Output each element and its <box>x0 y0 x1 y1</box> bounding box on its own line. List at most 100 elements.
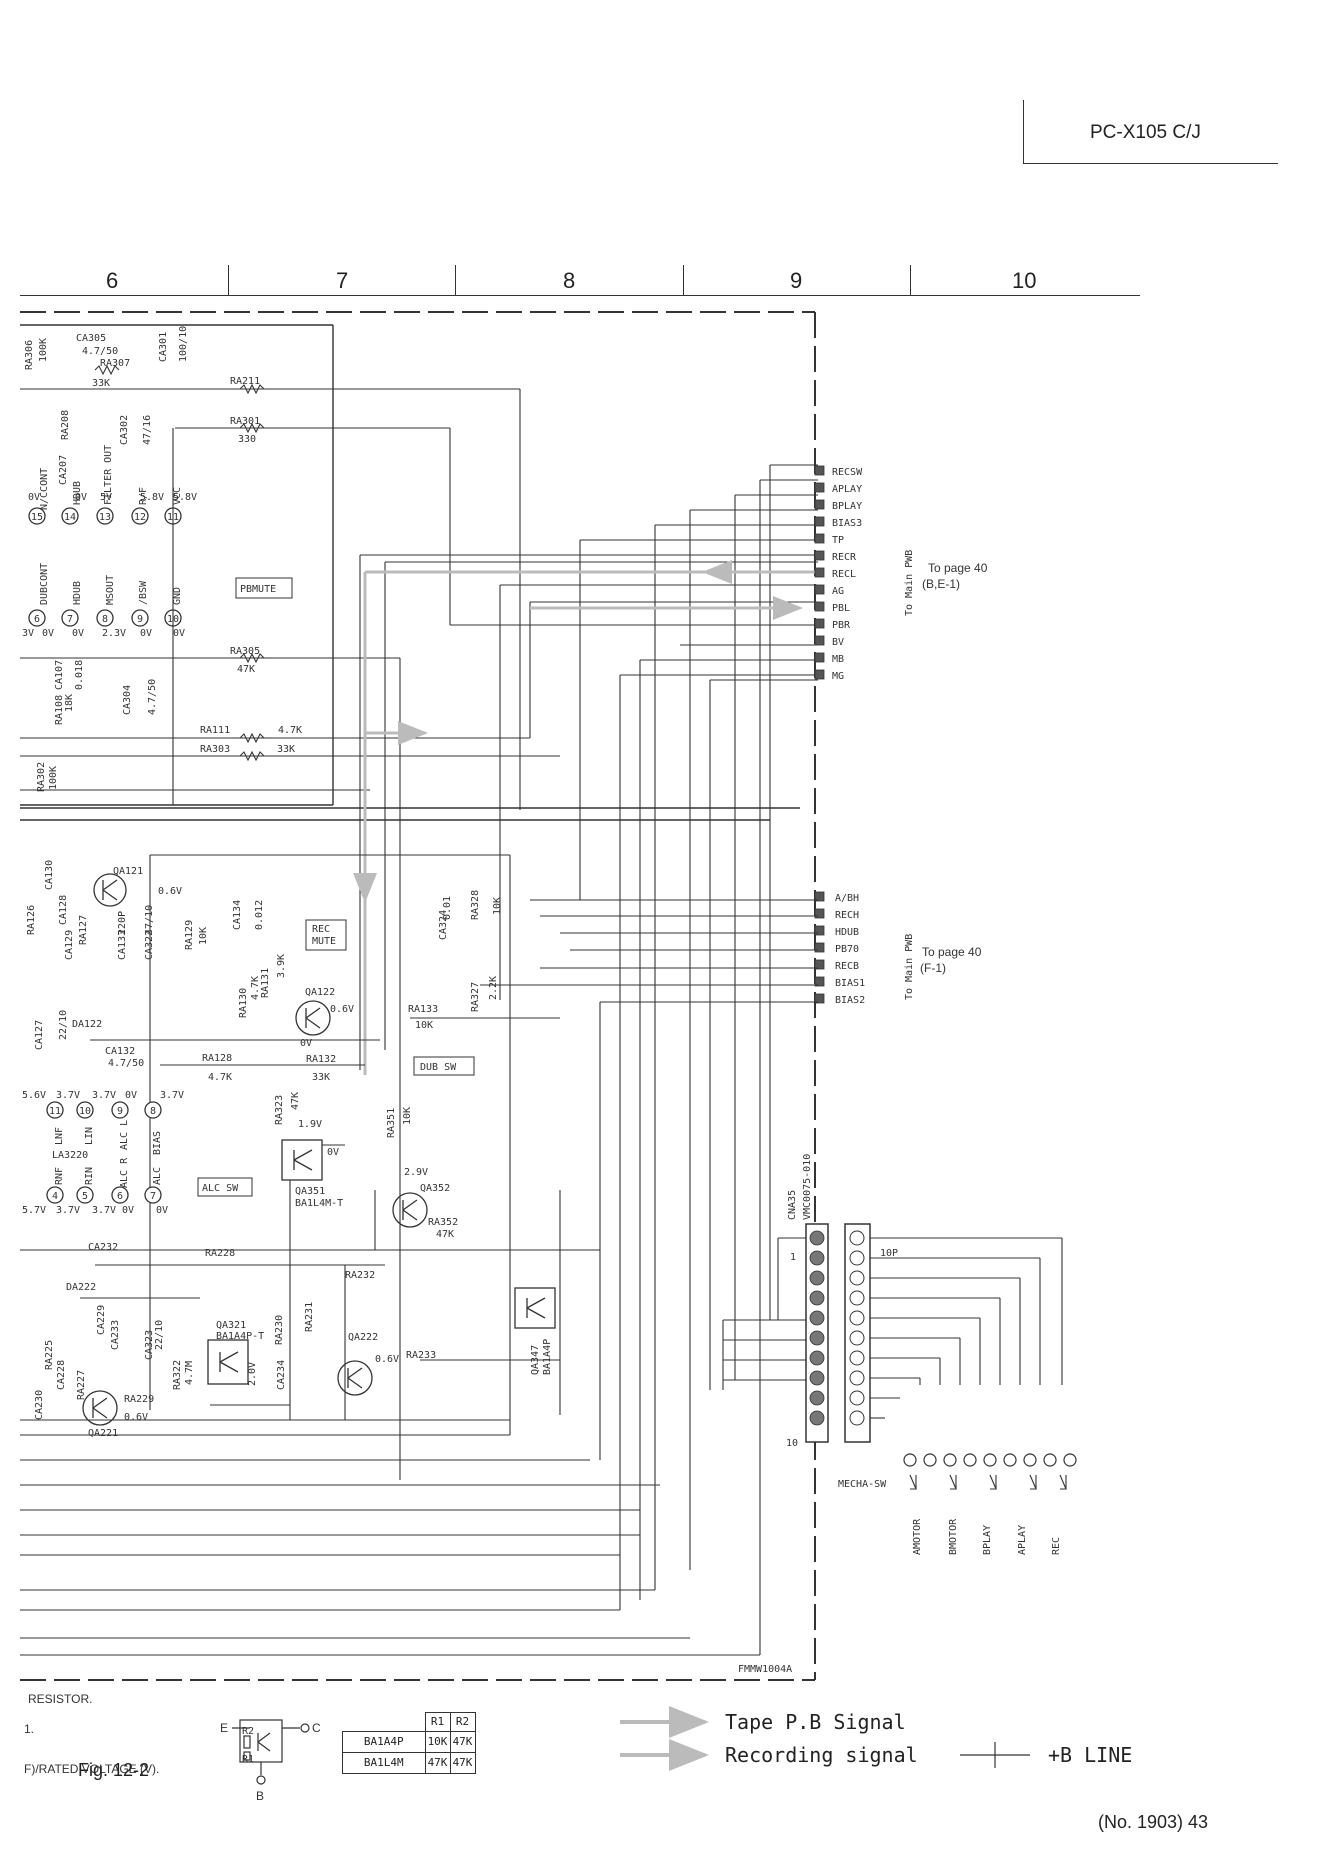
ref-ca324: CA324 <box>438 910 449 940</box>
ic-pin-name: HDUB <box>72 481 83 505</box>
rec-mute-line2: MUTE <box>312 936 336 947</box>
ref-qa352: QA352 <box>420 1183 450 1194</box>
bline-symbol-icon <box>960 1742 1030 1768</box>
ic-pin-name: RNF <box>54 1167 65 1185</box>
ref-ra127: RA127 <box>78 915 89 945</box>
resistor-table: R1 R2 BA1A4P 10K 47K BA1L4M 47K 47K <box>342 1712 476 1774</box>
ic-pin-voltage: 0V <box>72 628 84 639</box>
pin-label: RECSW <box>832 467 863 478</box>
ic-pin: 14 <box>64 512 76 523</box>
ref-qa222: QA222 <box>348 1332 378 1343</box>
rec-mute-box <box>305 919 347 951</box>
ic-pin-voltage: 0V <box>42 628 54 639</box>
ref-da122: DA122 <box>72 1019 102 1030</box>
val-ra133: 10K <box>415 1020 433 1031</box>
ic-pin-name: LNF <box>54 1127 65 1145</box>
pin-label: TP <box>832 535 844 546</box>
ref-ca233: CA233 <box>110 1320 121 1350</box>
cna35-pins <box>809 1230 825 1426</box>
pin-label: PBL <box>832 603 850 614</box>
dub-sw-box <box>413 1056 475 1076</box>
val-ra306: 100K <box>38 338 49 362</box>
val-ra108: 18K <box>64 694 75 712</box>
sym-e: E <box>220 1721 228 1735</box>
ref-ra111: RA111 <box>200 725 230 736</box>
ic-pin-name: /BSW <box>138 580 149 605</box>
pin-label: HDUB <box>835 927 859 938</box>
mecha-sw-names: AMOTOR BMOTOR BPLAY APLAY REC <box>912 1518 1062 1555</box>
ref-ra303: RA303 <box>200 744 230 755</box>
ic-mid <box>46 1101 162 1204</box>
table-cell: BA1A4P <box>342 1730 426 1753</box>
pin-label: RECH <box>835 910 859 921</box>
page-ref-top-loc: (B,E-1) <box>922 577 960 591</box>
ic-pin-name: ALC R <box>119 1157 130 1188</box>
val-ra322: 4.7M <box>184 1361 195 1385</box>
ic-pin: 13 <box>99 512 111 523</box>
volt: 0.6V <box>330 1004 354 1015</box>
ic-pin-voltage: 0V <box>173 628 185 639</box>
ic-pin-name: BIAS <box>152 1131 163 1155</box>
wiring-upper <box>20 388 818 1610</box>
column-number: 6 <box>106 268 119 293</box>
header-divider <box>1023 100 1024 164</box>
column-tick <box>455 265 456 295</box>
figure-caption: Fig. 12-2 <box>78 1760 150 1780</box>
ref-ra130: RA130 <box>238 988 249 1018</box>
ref-ca230: CA230 <box>34 1390 45 1420</box>
table-row: BA1L4M 47K 47K <box>342 1751 476 1774</box>
val-ra129: 10K <box>198 927 209 945</box>
ref-ra306: RA306 <box>24 340 35 370</box>
table-cell: 47K <box>424 1751 451 1774</box>
ref-ra132: RA132 <box>306 1054 336 1065</box>
val-ca305: 4.7/50 <box>82 346 118 357</box>
ref-ra301: RA301 <box>230 416 260 427</box>
val-ca322: 47/10 <box>144 905 155 935</box>
val-ra305: 47K <box>237 664 255 675</box>
mecha-sw-contacts <box>903 1453 1077 1467</box>
ref-ca128: CA128 <box>58 895 69 925</box>
volt: 3.7V <box>92 1090 116 1101</box>
pin-label: RECB <box>835 961 859 972</box>
volt: 2.9V <box>404 1167 428 1178</box>
ic-pin-name: GND <box>172 587 183 605</box>
connector-top-pins <box>814 465 825 680</box>
pin-label: APLAY <box>832 484 862 495</box>
page-ref-top: To page 40 <box>928 561 988 575</box>
table-header: R2 <box>449 1712 476 1732</box>
volt: 3.7V <box>56 1090 80 1101</box>
val-ca302: 47/16 <box>142 415 153 445</box>
ic-pin-voltage: 5V <box>100 492 112 503</box>
ref-ca134: CA134 <box>232 900 243 930</box>
val-ca324: 0.01 <box>442 896 453 920</box>
ic-pin: 9 <box>117 1106 123 1117</box>
ic-pin-name: MSOUT <box>105 575 116 605</box>
ref-ca132: CA132 <box>105 1046 135 1057</box>
legend-bline: +B LINE <box>1048 1743 1132 1767</box>
sym-b: B <box>256 1789 264 1803</box>
pbmute-label: PBMUTE <box>240 584 276 595</box>
val-ra307: 33K <box>92 378 110 389</box>
val-ra351: 10K <box>402 1107 413 1125</box>
note-line: F)/RATED VOLTAGE (V). <box>24 1762 159 1776</box>
page-ref-bottom: To page 40 <box>922 945 982 959</box>
volt: 0V <box>327 1147 339 1158</box>
to-main-pwb-bottom: To Main PWB <box>904 934 915 1000</box>
pin-label: MB <box>832 654 844 665</box>
ic-pin-name: RIN <box>84 1167 95 1185</box>
type-qa347: BA1A4P <box>542 1339 553 1375</box>
connector-bottom-labels: A/BH RECH HDUB PB70 RECB BIAS1 BIAS2 <box>835 893 865 1006</box>
ref-ra129: RA129 <box>184 920 195 950</box>
ic-pin-name: DUBCONT <box>39 563 50 605</box>
ic-pin-name: ALC <box>152 1167 163 1185</box>
pin-label: BPLAY <box>832 501 862 512</box>
val-ca133: 220P <box>117 911 128 935</box>
val-ra128: 4.7K <box>208 1072 232 1083</box>
val-ra302: 100K <box>48 766 59 790</box>
ic-pin-name: N/CCONT <box>39 468 50 510</box>
table-cell: 10K <box>424 1730 451 1753</box>
ref-ra322: RA322 <box>172 1360 183 1390</box>
pin-label: AG <box>832 586 844 597</box>
column-ruler <box>20 295 1140 296</box>
cna35-mate-label: 10P <box>880 1248 898 1259</box>
